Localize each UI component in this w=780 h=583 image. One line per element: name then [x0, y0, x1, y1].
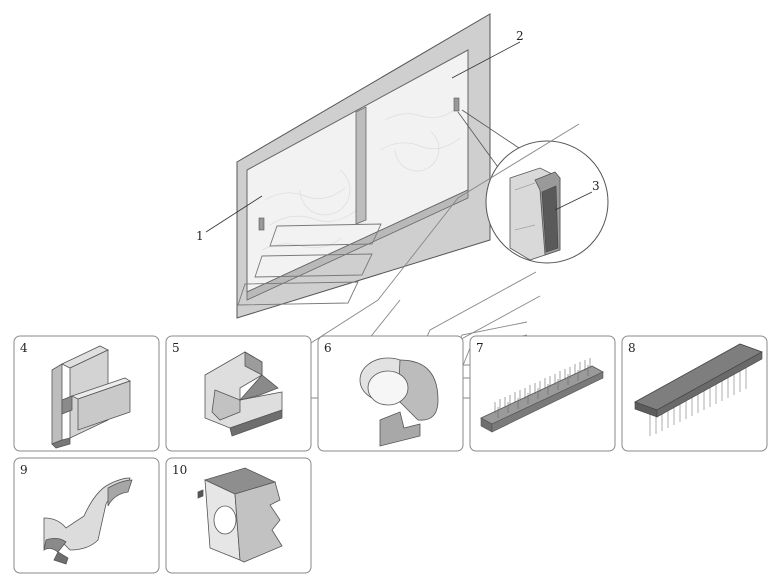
left-latch — [258, 217, 265, 231]
hollow-block-seal — [197, 467, 283, 563]
callout-3: 3 — [592, 179, 600, 193]
detail-panels: 4 5 6 — [13, 335, 768, 574]
glass-texture — [261, 107, 461, 251]
zoom-leader-lines — [457, 109, 523, 171]
short-brush-strip — [480, 358, 604, 433]
h-profile-seal-strip — [51, 345, 131, 449]
callout-leaders — [205, 41, 593, 233]
panel-9-number: 9 — [20, 463, 28, 477]
panel-10-number: 10 — [172, 463, 187, 477]
panel-5: 5 — [165, 335, 312, 452]
panel-8-number: 8 — [628, 341, 636, 355]
panel-4-number: 4 — [20, 341, 28, 355]
flexible-lip-seal — [43, 477, 133, 565]
callout-1: 1 — [196, 229, 204, 243]
ghost-strips — [237, 223, 382, 306]
panel-6-number: 6 — [324, 341, 332, 355]
long-brush-strip — [634, 343, 763, 436]
panel-6: 6 — [317, 335, 464, 452]
ring-seal-profile — [359, 357, 439, 447]
zoom-detail — [485, 140, 609, 264]
panel-8: 8 — [621, 335, 768, 452]
callout-2: 2 — [516, 29, 524, 43]
window-bottom-rail — [246, 189, 469, 301]
panel-9: 9 — [13, 457, 160, 574]
panel-10: 10 — [165, 457, 312, 574]
panel-5-number: 5 — [172, 341, 180, 355]
sash-divider — [355, 106, 367, 225]
panel-7: 7 — [469, 335, 616, 452]
right-latch — [453, 97, 460, 112]
panel-7-number: 7 — [476, 341, 484, 355]
panel-4: 4 — [13, 335, 160, 452]
window-assembly: 1 2 3 — [196, 13, 609, 399]
clip-profile — [204, 351, 283, 437]
